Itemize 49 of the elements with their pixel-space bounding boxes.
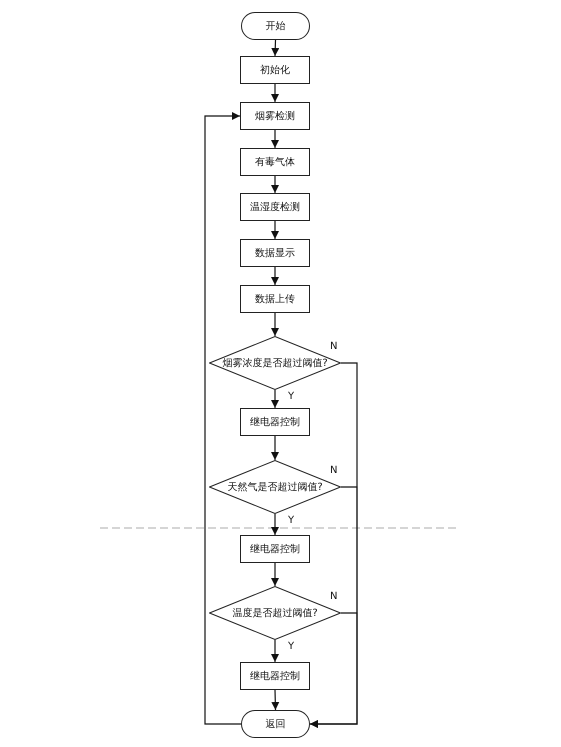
node-text: 烟雾浓度是否超过阈值? <box>222 356 328 370</box>
process-box <box>240 535 310 563</box>
arrow <box>204 112 241 725</box>
node-text: 数据显示 <box>255 247 295 260</box>
node-text: 天然气是否超过阈值? <box>227 480 323 494</box>
arrow <box>271 690 280 710</box>
node-text: 返回 <box>266 718 286 731</box>
process-box <box>240 239 310 267</box>
arrow <box>271 563 279 586</box>
node-text: 继电器控制 <box>250 416 300 429</box>
node-text: 继电器控制 <box>250 670 300 683</box>
edge-label: Y <box>287 515 296 526</box>
arrow <box>310 612 358 728</box>
process-box <box>240 148 310 176</box>
decision-diamond <box>209 336 341 390</box>
arrow <box>271 176 279 193</box>
arrow <box>271 436 279 460</box>
terminal-shape <box>241 12 310 40</box>
node-text: 烟雾检测 <box>255 110 295 123</box>
arrow <box>271 130 279 148</box>
node-text: 温度是否超过阈值? <box>232 606 318 620</box>
arrow <box>271 390 279 408</box>
edge-label: N <box>329 465 338 476</box>
terminal-shape <box>241 710 310 738</box>
process-box <box>240 285 310 313</box>
edge-label: Y <box>287 641 296 652</box>
process-box <box>240 56 310 84</box>
process-box <box>240 662 310 690</box>
node-text: 开始 <box>266 20 286 33</box>
edge-label: Y <box>287 391 296 402</box>
node-text: 初始化 <box>260 64 290 77</box>
decision-diamond <box>209 586 341 640</box>
arrow <box>271 40 280 56</box>
node-text: 有毒气体 <box>255 156 295 169</box>
process-box <box>240 102 310 130</box>
edge-label: N <box>329 341 338 352</box>
node-text: 温湿度检测 <box>250 200 300 214</box>
decision-diamond <box>209 460 341 514</box>
edge-label: N <box>329 591 338 602</box>
arrow <box>271 267 279 285</box>
arrow <box>271 640 279 662</box>
node-text: 数据上传 <box>255 292 295 306</box>
node-text: 继电器控制 <box>250 542 300 556</box>
arrow <box>271 514 279 535</box>
arrow <box>271 313 279 336</box>
arrow <box>271 221 279 239</box>
arrow <box>271 84 279 102</box>
process-box <box>240 408 310 436</box>
process-box <box>240 193 310 221</box>
